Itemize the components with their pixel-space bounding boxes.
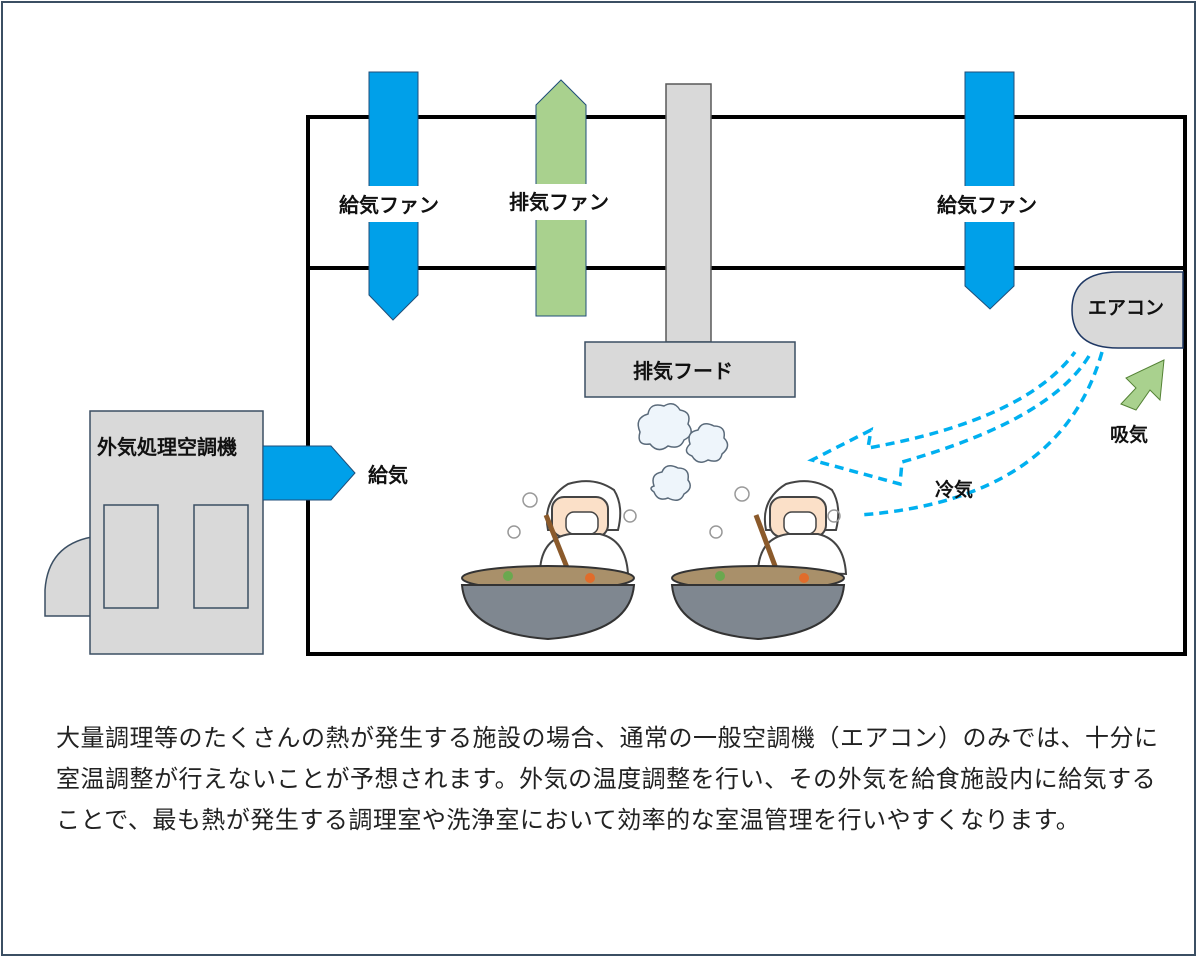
exhaust-duct (665, 83, 712, 343)
cool-air-arrow (807, 350, 1091, 487)
cook-with-pot-icon (670, 480, 848, 641)
outdoor-air-unit-label: 外気処理空調機 (97, 435, 237, 459)
description-text: 大量調理等のたくさんの熱が発生する施設の場合、通常の一般空調機（エアコン）のみで… (56, 724, 1159, 834)
air-conditioner-label: エアコン (1088, 297, 1164, 319)
ventilation-diagram: 給気ファン 排気ファン 排気フード 給気ファン エアコン 吸気 冷気 外気処理空… (44, 71, 1187, 656)
exhaust-hood-label: 排気フード (633, 359, 733, 383)
supply-fan-left-label: 給気ファン (339, 193, 439, 217)
steam-cloud-icon (637, 403, 729, 501)
unit-panel-right (193, 504, 249, 609)
outdoor-air-unit (89, 410, 264, 655)
supply-air-label: 給気 (368, 463, 408, 487)
air-conditioner (1071, 271, 1184, 349)
supply-air-arrow (262, 445, 356, 501)
cool-air-label: 冷気 (935, 478, 973, 501)
intake-label: 吸気 (1110, 423, 1148, 446)
cook-with-pot-icon (460, 480, 637, 641)
building-outline (306, 115, 1187, 656)
exhaust-hood (584, 341, 796, 398)
unit-panel-left (103, 504, 159, 609)
supply-fan-right-label: 給気ファン (937, 193, 1037, 217)
exhaust-fan-label: 排気ファン (509, 190, 609, 214)
intake-arrow (1120, 359, 1165, 411)
unit-side-housing (44, 536, 93, 617)
